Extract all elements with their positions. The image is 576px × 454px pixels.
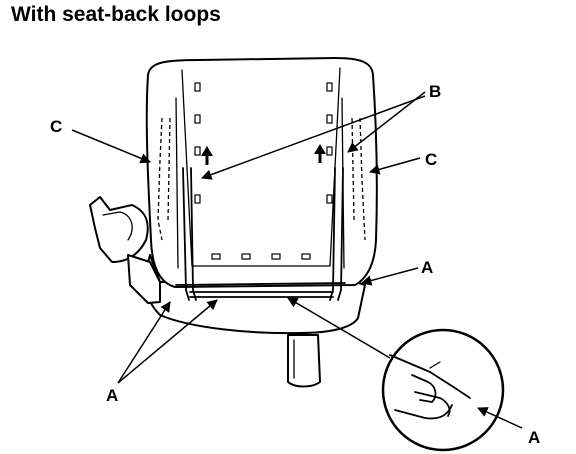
seat-back-loop-icon — [182, 167, 344, 301]
up-arrow-left-icon — [201, 146, 213, 165]
callout-a-right: A — [421, 258, 433, 277]
back-panel-tabs — [194, 82, 333, 260]
support-leg-icon — [287, 334, 321, 388]
callout-c-right: C — [425, 150, 437, 169]
detail-circle-icon — [381, 328, 505, 452]
recliner-lever-icon — [89, 196, 161, 304]
callout-c-left: C — [50, 117, 62, 136]
callout-a-detail: A — [528, 428, 540, 447]
leader-lines — [71, 91, 523, 429]
callout-a-lower-left: A — [106, 386, 118, 405]
page-title: With seat-back loops — [11, 3, 221, 26]
seat-back-frame-icon — [145, 57, 378, 288]
up-arrow-right-icon — [314, 144, 326, 163]
side-cover-left — [157, 117, 163, 241]
callout-b: B — [429, 82, 441, 101]
